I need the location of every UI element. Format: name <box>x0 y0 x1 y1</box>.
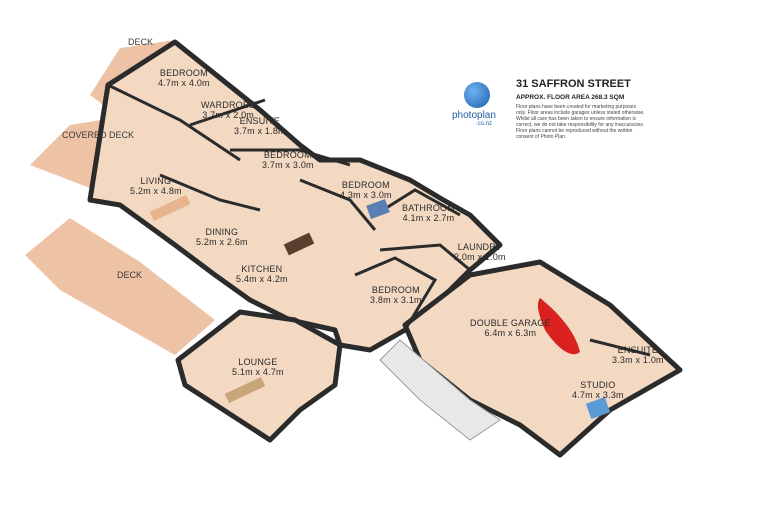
room-dims: 6.4m x 6.3m <box>484 328 537 338</box>
covered-deck-label: COVERED DECK <box>62 130 135 140</box>
brand-sub: .co.nz <box>476 121 493 127</box>
room-name: BEDROOM <box>263 150 312 160</box>
room-dims: 4.7m x 3.3m <box>572 390 624 400</box>
room-label-studio: STUDIO 4.7m x 3.3m <box>572 380 624 400</box>
address-title: 31 SAFFRON STREET <box>516 78 631 90</box>
room-name: LIVING <box>140 176 172 186</box>
room-name: DINING <box>205 227 239 237</box>
deck-label-left: DECK <box>117 270 143 280</box>
brand-logo: photoplan .co.nz <box>452 76 512 136</box>
interior-walls <box>107 83 651 357</box>
room-dims: 5.4m x 4.2m <box>236 274 288 284</box>
sofa-icon <box>149 195 191 221</box>
room-label-bedroom-4: BEDROOM 3.8m x 3.1m <box>370 285 422 305</box>
room-name: KITCHEN <box>241 264 283 274</box>
room-dims: 3.7m x 1.8m <box>234 126 286 136</box>
room-label-ensuite-1: ENSUITE 3.7m x 1.8m <box>234 116 286 136</box>
room-label-ensuite-2: ENSUITE 3.3m x 1.0m <box>612 345 664 365</box>
room-dims: 3.8m x 3.1m <box>370 295 422 305</box>
room-dims: 3.7m x 2.0m <box>202 110 254 120</box>
floor-area: APPROX. FLOOR AREA 268.3 SQM <box>516 94 625 101</box>
room-label-bedroom-1: BEDROOM 4.7m x 4.0m <box>158 68 210 88</box>
room-label-living: LIVING 5.2m x 4.8m <box>130 176 182 196</box>
brand-name: photoplan <box>452 110 496 121</box>
disclaimer-text: Floor plans have been created for market… <box>516 104 645 140</box>
room-name: ENSUITE <box>239 116 281 126</box>
room-dims: 5.2m x 2.6m <box>196 237 248 247</box>
room-name: LOUNGE <box>238 357 278 367</box>
room-name: DOUBLE GARAGE <box>470 318 551 328</box>
room-dims: 5.2m x 4.8m <box>130 186 182 196</box>
room-dims: 5.1m x 4.7m <box>232 367 284 377</box>
room-dims: 4.7m x 4.0m <box>158 78 210 88</box>
deck-label-top: DECK <box>128 37 154 47</box>
room-name: LAUNDRY <box>457 242 502 252</box>
room-name: STUDIO <box>580 380 616 390</box>
sofa-icon <box>224 377 266 403</box>
room-label-bedroom-3: BEDROOM 4.3m x 3.0m <box>340 180 392 200</box>
garage-door-apron <box>379 339 501 441</box>
room-label-wardrobe: WARDROBE 3.7m x 2.0m <box>201 100 255 120</box>
room-dims: 3.3m x 1.0m <box>612 355 664 365</box>
kitchen-island-icon <box>283 232 315 256</box>
room-dims: 4.1m x 2.7m <box>402 213 455 223</box>
room-name: BEDROOM <box>341 180 390 190</box>
room-label-bedroom-2: BEDROOM 3.7m x 3.0m <box>262 150 314 170</box>
room-name: BEDROOM <box>159 68 208 78</box>
room-name: BATHROOM <box>402 203 455 213</box>
room-dims: 3.7m x 3.0m <box>262 160 314 170</box>
room-label-bathroom: BATHROOM 4.1m x 2.7m <box>402 203 455 223</box>
house-logo-icon <box>464 82 490 108</box>
deck-area-left <box>25 218 215 355</box>
room-dims: 4.3m x 3.0m <box>340 190 392 200</box>
room-label-lounge: LOUNGE 5.1m x 4.7m <box>232 357 284 377</box>
room-dims: 2.0m x 1.0m <box>454 252 506 262</box>
car-icon <box>537 298 580 355</box>
bed-icon <box>585 397 611 419</box>
lounge-floor <box>175 309 343 443</box>
plan-info: 31 SAFFRON STREET APPROX. FLOOR AREA 268… <box>516 78 646 140</box>
room-label-dining: DINING 5.2m x 2.6m <box>196 227 248 247</box>
room-name: WARDROBE <box>201 100 256 110</box>
room-name: BEDROOM <box>371 285 420 295</box>
room-label-double-garage: DOUBLE GARAGE 6.4m x 6.3m <box>470 318 551 338</box>
room-label-laundry: LAUNDRY 2.0m x 1.0m <box>454 242 506 262</box>
bed-icon <box>366 199 390 219</box>
room-name: ENSUITE <box>617 345 659 355</box>
room-label-kitchen: KITCHEN 5.4m x 4.2m <box>236 264 288 284</box>
